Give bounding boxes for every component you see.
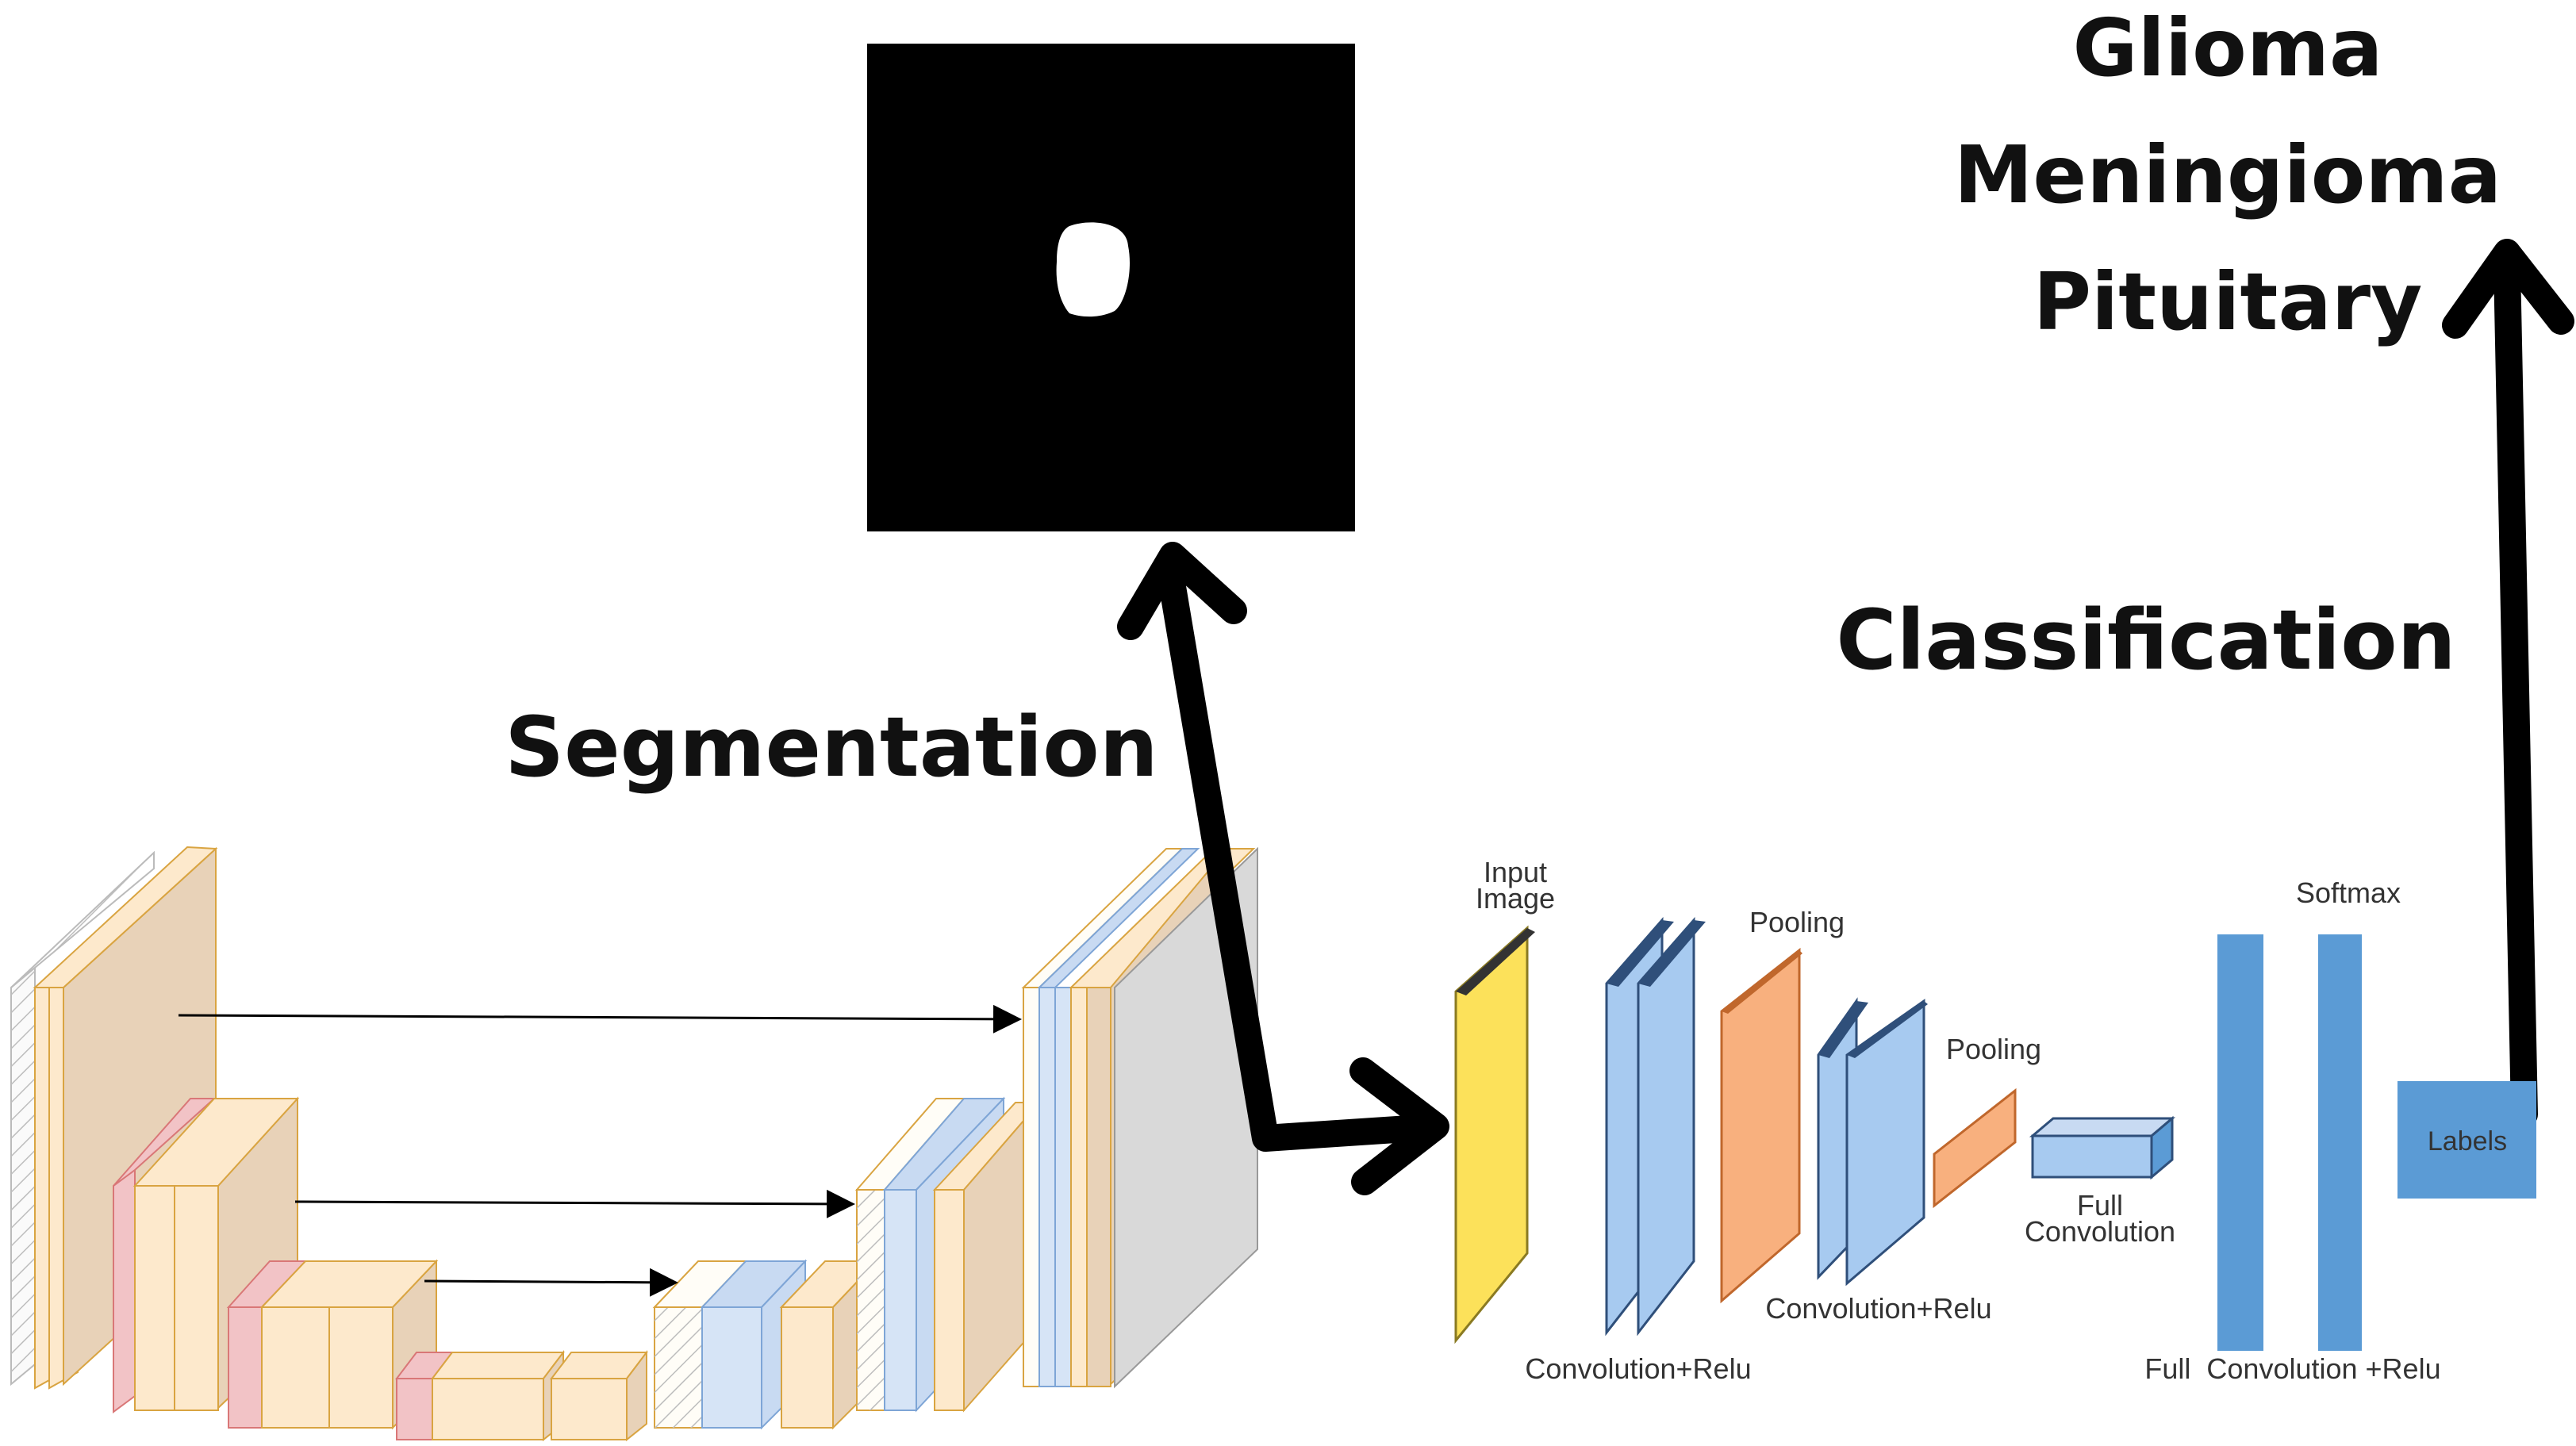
arrowhead-right xyxy=(1349,1057,1449,1195)
unet-bottleneck xyxy=(394,1350,649,1442)
labels-box-label: Labels xyxy=(2428,1126,2507,1156)
segmentation-to-classification-arrow xyxy=(1117,542,1449,1195)
class-names-list: Glioma Meningioma Pituitary xyxy=(1954,2,2501,348)
full-convolution-label-line1: Full xyxy=(2077,1189,2123,1222)
class-name-glioma: Glioma xyxy=(2072,2,2382,94)
pooling-label-2: Pooling xyxy=(1946,1033,2041,1065)
classification-output-arrow xyxy=(2442,239,2574,1128)
cnn-pooling-layer-1 xyxy=(1720,947,1802,1304)
cnn-conv-layer-1 xyxy=(1605,917,1706,1337)
unet-decoder-level-2 xyxy=(854,1096,1042,1413)
cnn-labels-box xyxy=(2397,1081,2536,1199)
full-convolution-relu-label: Full Convolution +Relu xyxy=(2144,1352,2440,1385)
arrowhead-up xyxy=(1117,542,1247,640)
skip-connection-1 xyxy=(178,1004,1022,1034)
skip-connection-3 xyxy=(424,1268,678,1297)
segmentation-mask-image xyxy=(867,44,1355,531)
classification-label: Classification xyxy=(1836,592,2455,688)
cnn-full-convolution-box xyxy=(2029,1115,2176,1180)
unet-decoder-level-3 xyxy=(652,1259,879,1430)
skip-connection-2 xyxy=(294,1189,855,1218)
conv-relu-label-2: Convolution+Relu xyxy=(1765,1292,1991,1325)
unet-decoder-level-1 xyxy=(1021,846,1258,1389)
tumor-mask-blob xyxy=(1056,222,1131,317)
segmentation-label: Segmentation xyxy=(505,699,1158,796)
full-convolution-label-line2: Convolution xyxy=(2025,1215,2175,1248)
unet-output-layer xyxy=(1114,846,1258,1389)
class-name-pituitary: Pituitary xyxy=(2033,255,2423,348)
cnn-input-image-layer xyxy=(1454,925,1535,1344)
cnn-fc-layer-2 xyxy=(2318,934,2362,1351)
cnn-conv-layer-2 xyxy=(1817,997,1928,1287)
input-image-label-line1: Input xyxy=(1484,856,1547,888)
unet-diagram xyxy=(10,846,1258,1442)
arrowhead-up-classification xyxy=(2442,239,2574,339)
cnn-fc-layer-1 xyxy=(2217,934,2263,1351)
softmax-label: Softmax xyxy=(2296,876,2401,909)
unet-encoder-level-3 xyxy=(226,1259,439,1430)
pooling-label-1: Pooling xyxy=(1749,906,1845,938)
class-name-meningioma: Meningioma xyxy=(1954,128,2501,221)
conv-relu-label-1: Convolution+Relu xyxy=(1525,1352,1751,1385)
cnn-diagram: Input Image Pooling Pooling Convolution+… xyxy=(1454,856,2536,1385)
input-image-label-line2: Image xyxy=(1476,882,1555,915)
cnn-pooling-layer-2 xyxy=(1933,1087,2017,1209)
